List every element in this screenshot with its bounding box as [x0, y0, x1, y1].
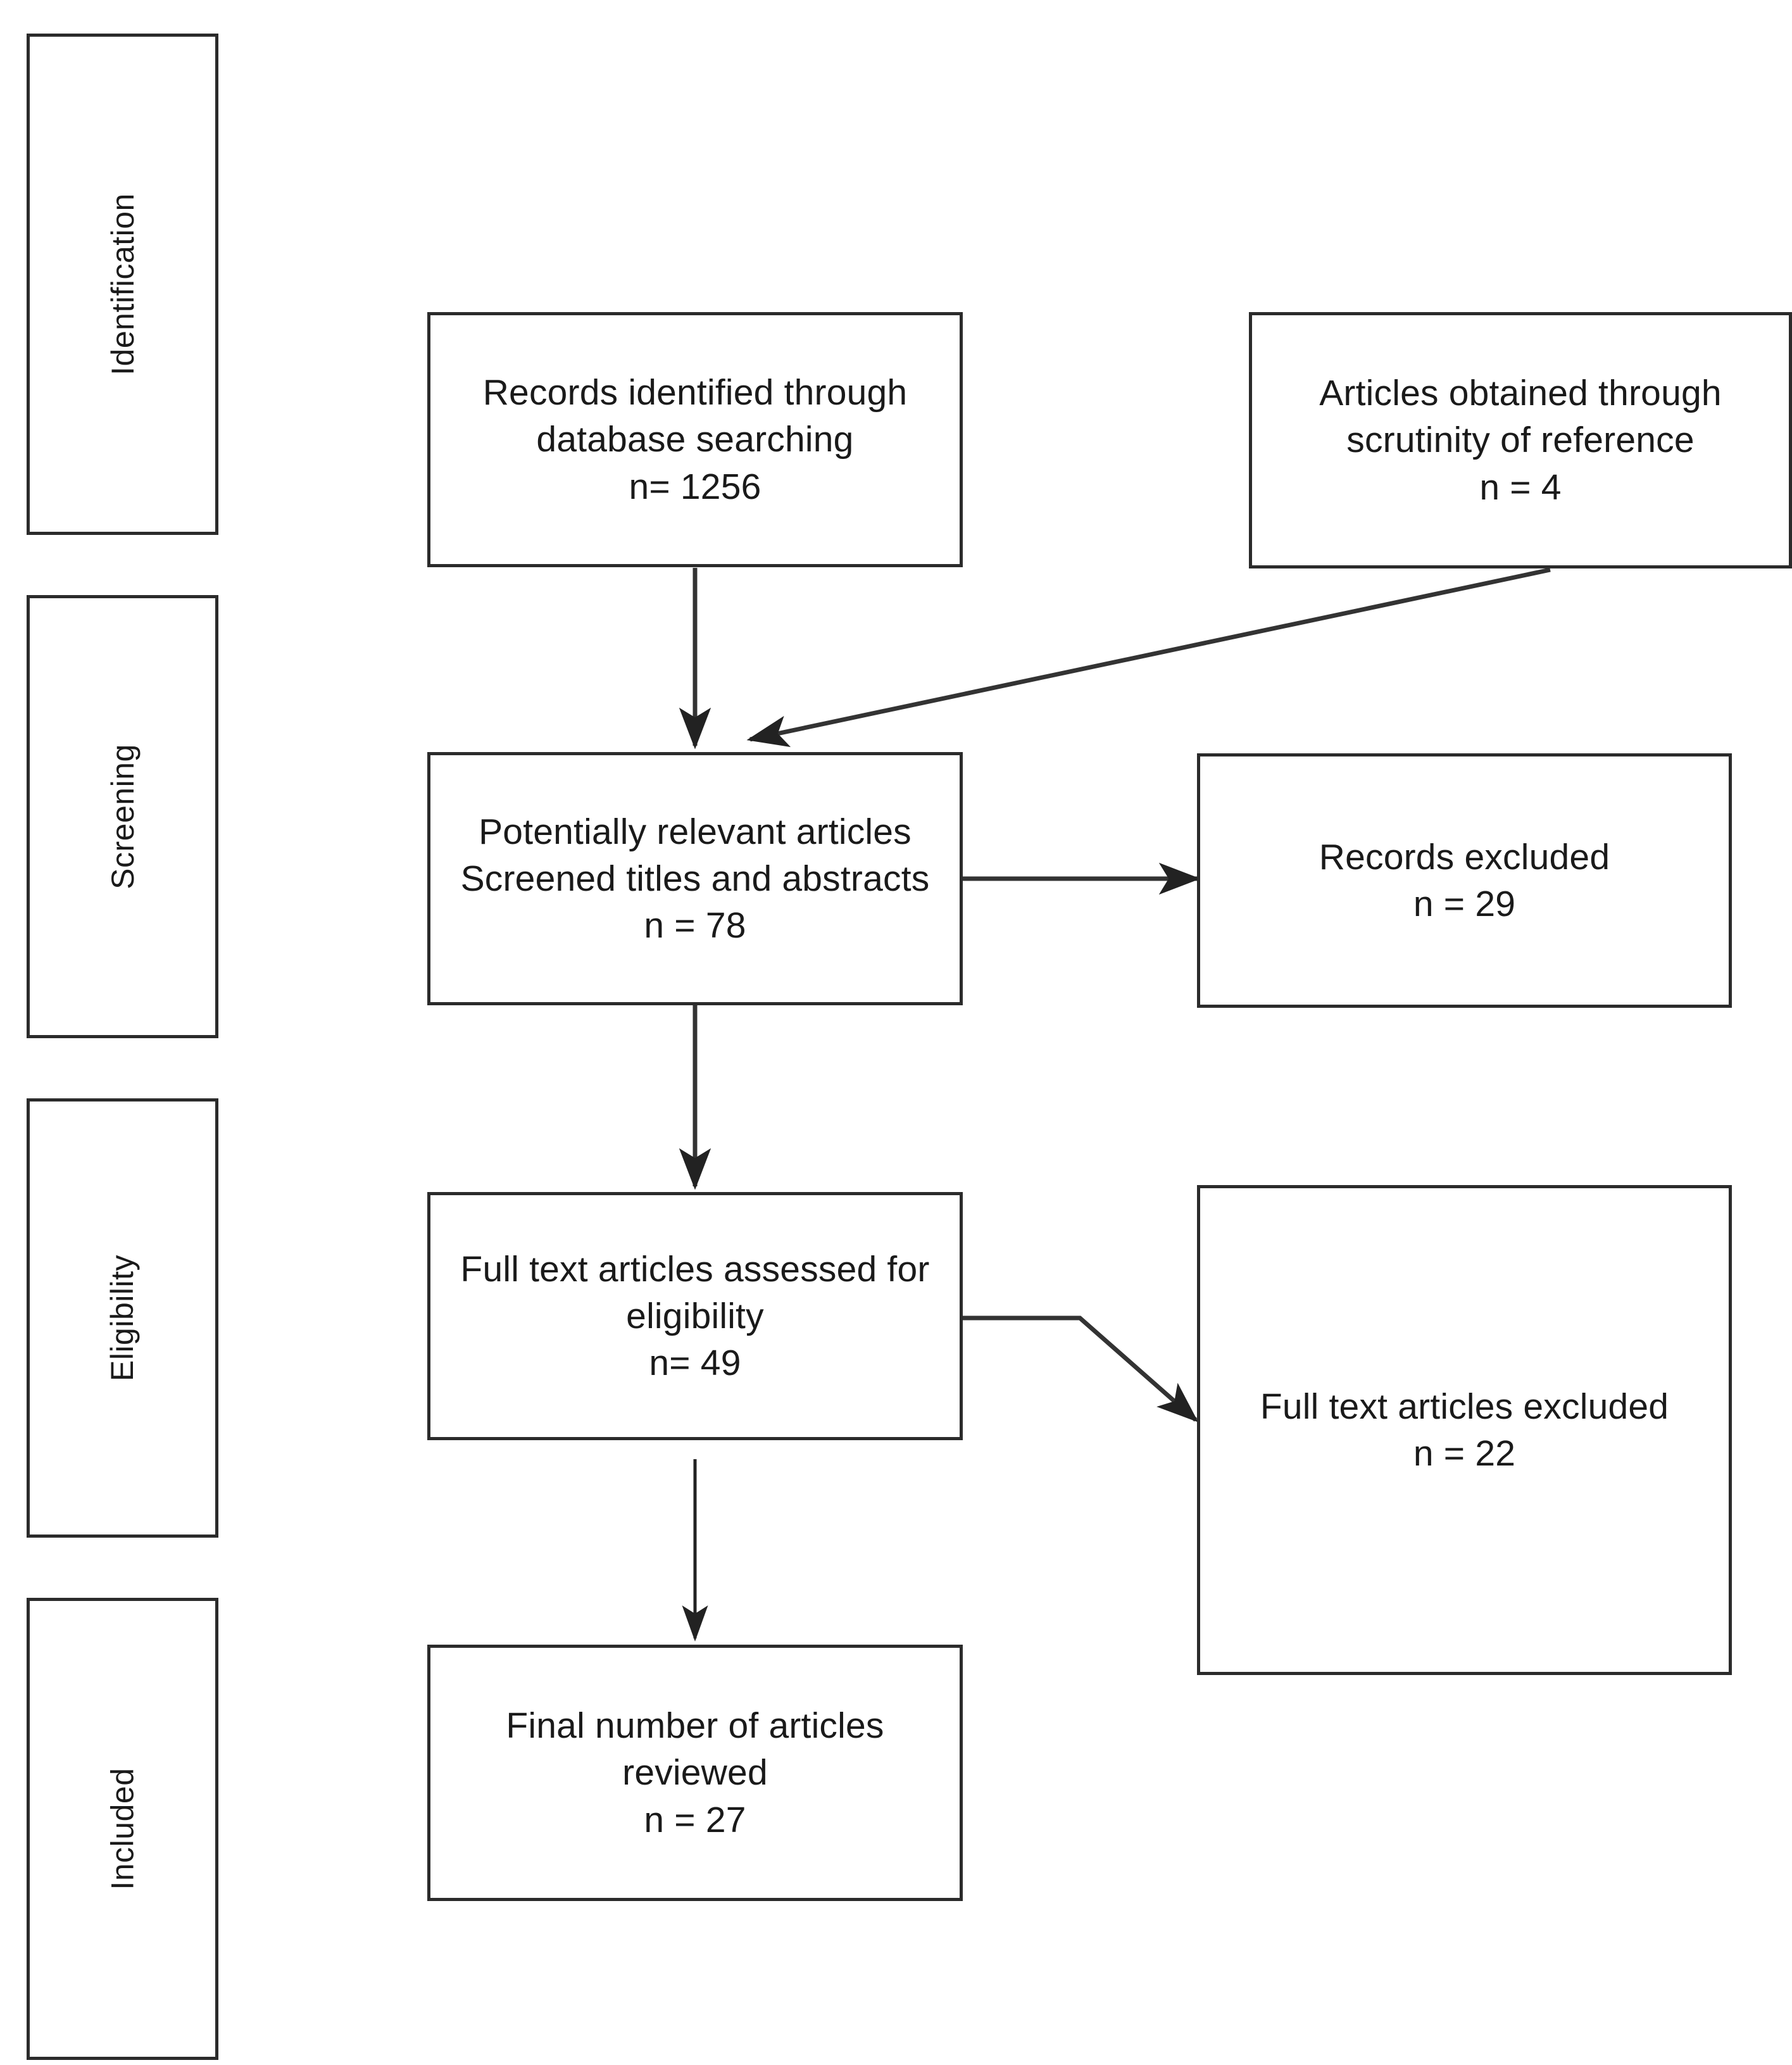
node-potentially-relevant-text: Potentially relevant articles Screened t…	[460, 811, 930, 946]
node-final-reviewed-text: Final number of articles reviewed n = 27	[506, 1705, 884, 1840]
node-potentially-relevant: Potentially relevant articles Screened t…	[427, 752, 963, 1005]
stage-label-eligibility: Eligibility	[104, 1254, 141, 1382]
stage-label-included: Included	[104, 1767, 141, 1890]
node-full-text-assessed: Full text articles assessed for eligibil…	[427, 1192, 963, 1440]
node-articles-obtained: Articles obtained through scrutinity of …	[1249, 312, 1792, 568]
node-articles-obtained-text: Articles obtained through scrutinity of …	[1319, 373, 1722, 508]
node-full-text-excluded: Full text articles excluded n = 22	[1197, 1185, 1732, 1675]
stage-box-included: Included	[27, 1598, 218, 2060]
stage-label-screening: Screening	[104, 744, 141, 889]
node-records-identified-text: Records identified through database sear…	[482, 372, 908, 507]
node-records-excluded: Records excluded n = 29	[1197, 753, 1732, 1008]
node-records-identified: Records identified through database sear…	[427, 312, 963, 567]
node-records-excluded-text: Records excluded n = 29	[1319, 836, 1610, 924]
edge-obtained-to-screening	[746, 567, 1551, 748]
edge-eligibility-to-excluded	[963, 1315, 1199, 1422]
node-full-text-excluded-text: Full text articles excluded n = 22	[1260, 1386, 1669, 1474]
node-final-reviewed: Final number of articles reviewed n = 27	[427, 1645, 963, 1901]
stage-label-identification: Identification	[104, 193, 141, 375]
node-full-text-assessed-text: Full text articles assessed for eligibil…	[460, 1248, 930, 1384]
stage-box-eligibility: Eligibility	[27, 1098, 218, 1538]
stage-box-identification: Identification	[27, 34, 218, 535]
stage-box-screening: Screening	[27, 595, 218, 1038]
